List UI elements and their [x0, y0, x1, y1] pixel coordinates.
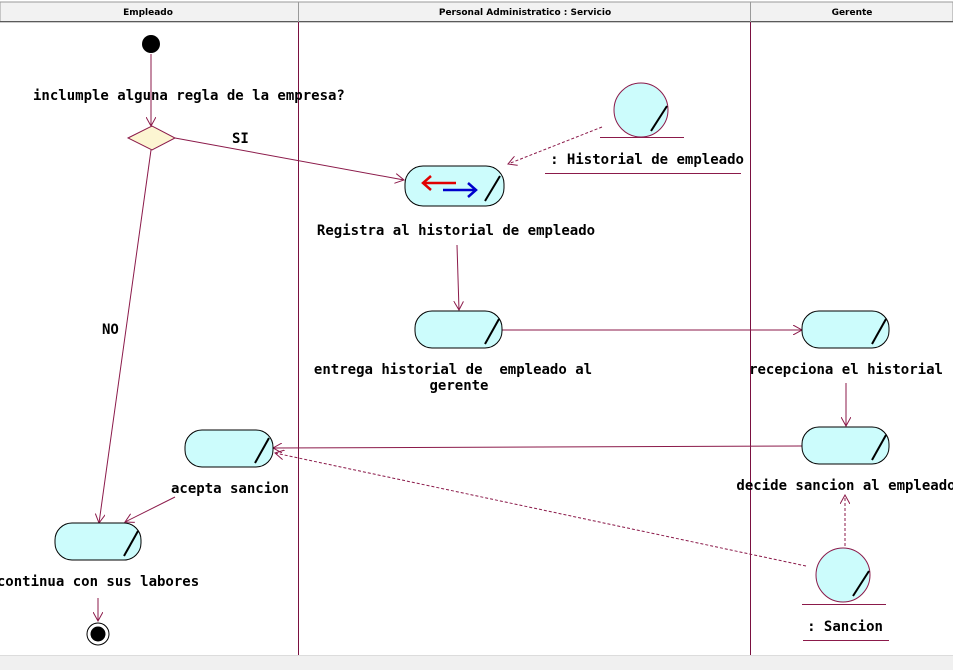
exchange-arrows-icon [421, 175, 478, 198]
decision-node[interactable] [126, 125, 177, 151]
activity-acepta-label: acepta sancion [171, 481, 289, 497]
activity-acepta[interactable] [184, 429, 274, 468]
object-sancion-label: : Sancion [807, 619, 883, 635]
swimlane-header: Empleado Personal Administratico : Servi… [0, 1, 953, 23]
start-node[interactable] [142, 35, 160, 53]
object-sancion[interactable] [802, 547, 886, 605]
flow-decide-to-acepta [273, 446, 803, 448]
guard-no: NO [102, 322, 119, 338]
activity-continua-label: continua con sus labores [0, 574, 199, 590]
activity-diagram: Empleado Personal Administratico : Servi… [0, 1, 953, 655]
end-node[interactable] [86, 622, 110, 646]
activity-continua[interactable] [54, 522, 142, 561]
guard-si: SI [232, 131, 249, 147]
object-historial-label: : Historial de empleado [550, 152, 744, 168]
lane-title-empleado[interactable]: Empleado [123, 8, 173, 18]
horizontal-scrollbar[interactable] [0, 655, 953, 670]
activity-decide-label: decide sancion al empleado [736, 478, 953, 494]
lane-title-personal[interactable]: Personal Administratico : Servicio [439, 8, 611, 18]
activity-entrega[interactable] [414, 310, 503, 349]
lane-title-gerente[interactable]: Gerente [832, 8, 873, 18]
activity-entrega-label-line2: gerente [429, 378, 488, 394]
objectflow-sancion-acepta [275, 453, 807, 567]
activity-entrega-label: entrega historial de empleado al [314, 362, 592, 378]
decision-question: inclumple alguna regla de la empresa? [33, 88, 345, 104]
flow-decision-no [99, 149, 152, 523]
activity-registra[interactable] [404, 165, 505, 207]
object-historial[interactable] [600, 82, 684, 138]
activity-registra-label: Registra al historial de empleado [317, 223, 595, 239]
flow-registra-to-entrega [457, 244, 459, 310]
activity-decide[interactable] [801, 426, 890, 465]
flow-acepta-to-continua [125, 496, 176, 522]
objectflow-historial [508, 126, 603, 164]
activity-recepciona[interactable] [801, 310, 890, 349]
flow-decision-si [174, 137, 404, 180]
activity-recepciona-label: recepciona el historial [749, 362, 943, 378]
